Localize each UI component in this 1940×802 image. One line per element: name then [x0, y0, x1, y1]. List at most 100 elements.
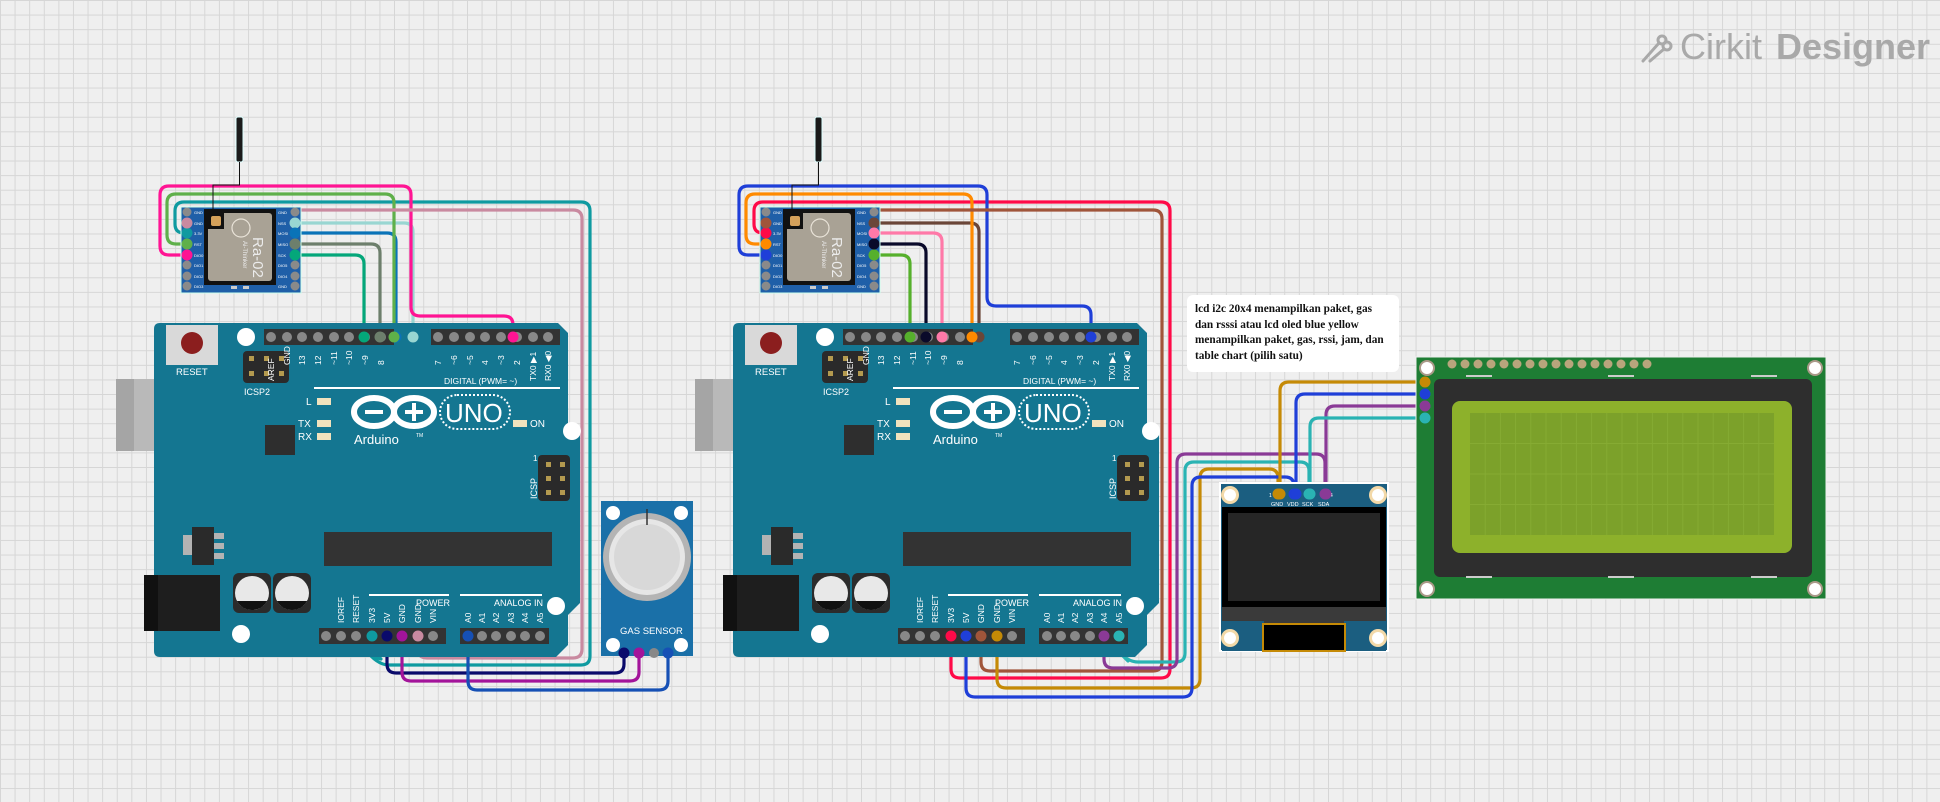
wire[interactable] [1117, 460, 1311, 664]
power-pin[interactable] [351, 631, 361, 641]
wire[interactable] [964, 475, 1296, 699]
wire-endpoint[interactable] [366, 630, 378, 642]
digital-pin[interactable] [1107, 332, 1117, 342]
wire-endpoint[interactable] [181, 249, 193, 261]
wire-endpoint[interactable] [1098, 630, 1110, 642]
gas-sensor-pin[interactable] [649, 648, 659, 658]
wire-endpoint[interactable] [633, 647, 645, 659]
wire-endpoint[interactable] [868, 227, 880, 239]
wire-endpoint[interactable] [936, 331, 948, 343]
digital-pin[interactable] [845, 332, 855, 342]
wire-endpoint[interactable] [991, 630, 1003, 642]
wire-endpoint[interactable] [381, 630, 393, 642]
wire[interactable] [466, 634, 670, 692]
lora-pin-left[interactable] [182, 260, 192, 270]
digital-pin[interactable] [297, 332, 307, 342]
lora-pin-right[interactable] [869, 281, 879, 291]
wire-endpoint[interactable] [181, 238, 193, 250]
power-pin[interactable] [321, 631, 331, 641]
wire-endpoint[interactable] [1113, 630, 1125, 642]
gas-sensor[interactable]: GAS SENSOR [601, 501, 693, 658]
lora-pin-left[interactable] [761, 271, 771, 281]
analog-pin[interactable] [1042, 631, 1052, 641]
wire[interactable] [872, 253, 912, 339]
wire-endpoint[interactable] [181, 227, 193, 239]
reset-button[interactable] [181, 332, 203, 354]
wire-endpoint[interactable] [760, 238, 772, 250]
power-pin[interactable] [900, 631, 910, 641]
wire-endpoint[interactable] [1290, 488, 1302, 500]
lora-pin-right[interactable] [290, 281, 300, 291]
wire[interactable] [995, 467, 1280, 690]
digital-pin[interactable] [892, 332, 902, 342]
digital-pin[interactable] [1028, 332, 1038, 342]
wire-endpoint[interactable] [412, 630, 424, 642]
wire[interactable] [293, 253, 366, 339]
lora-pin-left[interactable] [182, 271, 192, 281]
analog-pin[interactable] [506, 631, 516, 641]
wire[interactable] [1278, 380, 1427, 496]
wire-endpoint[interactable] [760, 227, 772, 239]
wire[interactable] [744, 192, 974, 339]
wire[interactable] [872, 221, 981, 339]
wire-endpoint[interactable] [868, 217, 880, 229]
wire-endpoint[interactable] [1419, 388, 1431, 400]
wire-endpoint[interactable] [1274, 488, 1286, 500]
analog-pin[interactable] [1056, 631, 1066, 641]
wire[interactable] [737, 184, 1093, 339]
lora-pin-left[interactable] [761, 260, 771, 270]
wire-endpoint[interactable] [1320, 488, 1332, 500]
power-pin[interactable] [930, 631, 940, 641]
digital-pin[interactable] [266, 332, 276, 342]
lora-pin-left[interactable] [761, 207, 771, 217]
wire-endpoint[interactable] [289, 249, 301, 261]
wire-endpoint[interactable] [358, 331, 370, 343]
lora-pin-right[interactable] [869, 207, 879, 217]
wire-endpoint[interactable] [289, 217, 301, 229]
digital-pin[interactable] [480, 332, 490, 342]
wire-endpoint[interactable] [407, 331, 419, 343]
wire-endpoint[interactable] [374, 331, 386, 343]
wire-endpoint[interactable] [868, 249, 880, 261]
wire-endpoint[interactable] [760, 249, 772, 261]
digital-pin[interactable] [344, 332, 354, 342]
wire-endpoint[interactable] [507, 331, 519, 343]
lora-pin-left[interactable] [182, 281, 192, 291]
wire-endpoint[interactable] [760, 217, 772, 229]
digital-pin[interactable] [1122, 332, 1132, 342]
lora-pin-right[interactable] [290, 271, 300, 281]
lora-pin-right[interactable] [869, 271, 879, 281]
wire-endpoint[interactable] [868, 238, 880, 250]
analog-pin[interactable] [535, 631, 545, 641]
digital-pin[interactable] [1075, 332, 1085, 342]
digital-pin[interactable] [433, 332, 443, 342]
annotation-note[interactable]: lcd i2c 20x4 menampilkan paket, gas dan … [1187, 295, 1399, 372]
wire[interactable] [1308, 416, 1427, 496]
analog-pin[interactable] [491, 631, 501, 641]
wire[interactable] [165, 192, 396, 339]
lora-pin-right[interactable] [290, 260, 300, 270]
wire[interactable] [752, 200, 1172, 680]
analog-pin[interactable] [1070, 631, 1080, 641]
digital-pin[interactable] [955, 332, 965, 342]
wire-endpoint[interactable] [396, 630, 408, 642]
wire[interactable] [872, 231, 944, 339]
wire-endpoint[interactable] [975, 630, 987, 642]
wire-endpoint[interactable] [945, 630, 957, 642]
wire[interactable] [173, 200, 592, 667]
wire-endpoint[interactable] [1419, 376, 1431, 388]
wire-endpoint[interactable] [289, 238, 301, 250]
digital-pin[interactable] [1012, 332, 1022, 342]
wire-endpoint[interactable] [1419, 412, 1431, 424]
wire-endpoint[interactable] [289, 227, 301, 239]
wire[interactable] [400, 634, 641, 683]
digital-pin[interactable] [313, 332, 323, 342]
wire-endpoint[interactable] [618, 647, 630, 659]
wire-endpoint[interactable] [1085, 331, 1097, 343]
wire-endpoint[interactable] [920, 331, 932, 343]
digital-pin[interactable] [1044, 332, 1054, 342]
digital-pin[interactable] [329, 332, 339, 342]
wire-endpoint[interactable] [1419, 400, 1431, 412]
lora-pin-right[interactable] [869, 260, 879, 270]
